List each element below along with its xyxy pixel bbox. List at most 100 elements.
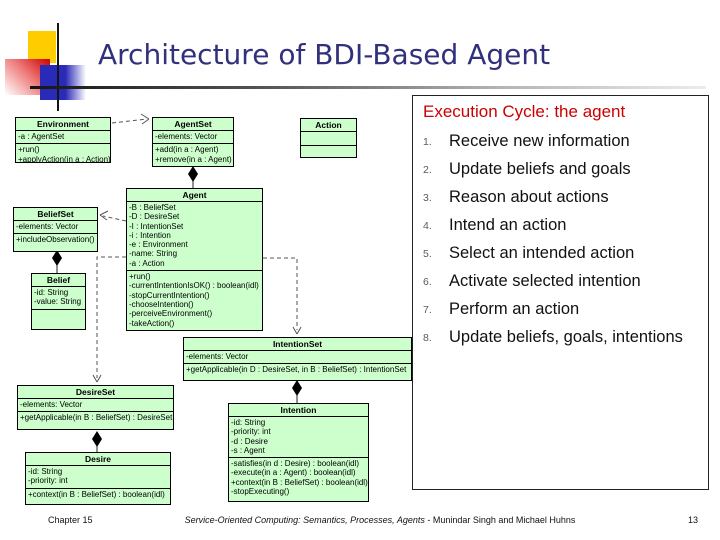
attribute: -elements: Vector	[20, 400, 83, 409]
footer-authors: - Munindar Singh and Michael Huhns	[424, 515, 576, 525]
method: -stopExecuting()	[231, 487, 290, 497]
list-item: 8. Update beliefs, goals, intentions	[419, 327, 702, 348]
attribute: -a : AgentSet	[18, 132, 65, 141]
list-text: Intend an action	[449, 216, 567, 234]
dependency-agent-intentionset	[263, 257, 302, 335]
decoration-vertical-line	[57, 23, 59, 111]
attribute: -priority: int	[28, 476, 68, 486]
method: +context(in B : BeliefSet) : boolean(idl…	[231, 477, 368, 487]
class-attributes: -elements: Vector	[14, 221, 97, 235]
method: +run()	[18, 145, 40, 155]
attribute: -elements: Vector	[155, 132, 218, 141]
class-attributes: -a : AgentSet	[16, 131, 110, 145]
class-methods: +run() -currentIntentionIsOK() : boolean…	[127, 271, 262, 330]
attribute: -id: String	[28, 467, 63, 476]
class-methods	[32, 310, 85, 329]
footer-book-reference: Service-Oriented Computing: Semantics, P…	[110, 515, 650, 525]
list-item: 5. Select an intended action	[419, 243, 702, 264]
list-text: Perform an action	[449, 300, 580, 318]
list-item: 7. Perform an action	[419, 299, 702, 320]
title-divider-rule	[30, 86, 706, 89]
list-number: 6.	[423, 276, 432, 288]
attribute: -a : Action	[129, 258, 165, 268]
class-methods: +context(in B : BeliefSet) : boolean(idl…	[26, 489, 170, 501]
uml-class-intentionset: IntentionSet -elements: Vector +getAppli…	[183, 337, 412, 381]
class-title: Intention	[229, 404, 368, 417]
list-item: 6. Activate selected intention	[419, 271, 702, 292]
uml-class-environment: Environment -a : AgentSet +run() +applyA…	[15, 117, 111, 163]
execution-cycle-panel: Execution Cycle: the agent 1. Receive ne…	[412, 95, 709, 490]
composition-desireset-desire	[92, 431, 102, 453]
list-number: 1.	[423, 136, 432, 148]
list-item: 2. Update beliefs and goals	[419, 159, 702, 180]
uml-class-beliefset: BeliefSet -elements: Vector +includeObse…	[13, 207, 98, 252]
method: +remove(in a : Agent)	[155, 154, 232, 164]
list-text: Select an intended action	[449, 244, 635, 262]
class-methods: +includeObservation()	[14, 234, 97, 246]
class-attributes: -elements: Vector	[153, 131, 233, 145]
class-attributes: -id: String -priority: int	[26, 466, 170, 489]
list-text: Receive new information	[449, 132, 630, 150]
class-attributes: -B : BeliefSet -D : DesireSet -I : Inten…	[127, 202, 262, 272]
footer-chapter: Chapter 15	[48, 515, 93, 525]
method: +context(in B : BeliefSet) : boolean(idl…	[28, 489, 165, 499]
attribute: -elements: Vector	[16, 222, 79, 231]
list-number: 4.	[423, 220, 432, 232]
dependency-agent-desireset	[92, 256, 126, 383]
uml-class-intention: Intention -id: String -priority: int -d …	[228, 403, 369, 502]
class-attributes: -id: String -priority: int -d : Desire -…	[229, 417, 368, 459]
uml-class-agentset: AgentSet -elements: Vector +add(in a : A…	[152, 117, 234, 167]
list-number: 3.	[423, 192, 432, 204]
list-text: Activate selected intention	[449, 272, 641, 290]
list-text: Update beliefs, goals, intentions	[449, 328, 683, 346]
class-title: Belief	[32, 274, 85, 287]
footer-book-title: Service-Oriented Computing: Semantics, P…	[184, 515, 425, 525]
class-title: Environment	[16, 118, 110, 131]
class-attributes	[301, 132, 356, 146]
attribute: -id: String	[231, 418, 266, 427]
class-methods: +getApplicable(in D : DesireSet, in B : …	[184, 364, 411, 376]
class-title: IntentionSet	[184, 338, 411, 351]
footer-page-number: 13	[687, 515, 698, 525]
dependency-environment-agentset	[111, 113, 150, 125]
class-title: Action	[301, 119, 356, 132]
uml-class-desire: Desire -id: String -priority: int +conte…	[25, 452, 171, 505]
decoration-blue-square	[40, 65, 86, 100]
attribute: -name: String	[129, 249, 178, 259]
attribute: -priority: int	[231, 427, 271, 437]
list-text: Reason about actions	[449, 188, 609, 206]
method: -stopCurrentIntention()	[129, 290, 210, 300]
class-methods: +getApplicable(in B : BeliefSet) : Desir…	[18, 412, 173, 424]
class-attributes: -elements: Vector	[18, 399, 173, 413]
method: -satisfies(in d : Desire) : boolean(idl)	[231, 459, 360, 469]
uml-class-belief: Belief -id: String -value: String	[31, 273, 86, 330]
method: -perceiveEnvironment()	[129, 309, 213, 319]
method: +getApplicable(in B : BeliefSet) : Desir…	[20, 413, 173, 423]
class-methods	[301, 146, 356, 157]
list-text: Update beliefs and goals	[449, 160, 631, 178]
list-number: 8.	[423, 332, 432, 344]
footer: Chapter 15 Service-Oriented Computing: S…	[0, 513, 720, 529]
attribute: -I : IntentionSet	[129, 221, 184, 231]
composition-intentionset-intention	[292, 380, 302, 404]
attribute: -D : DesireSet	[129, 212, 180, 222]
attribute: -e : Environment	[129, 240, 188, 250]
list-item: 1. Receive new information	[419, 131, 702, 152]
list-number: 2.	[423, 164, 432, 176]
class-methods: +run() +applyAction(in a : Action)	[16, 144, 111, 163]
class-methods: +add(in a : Agent) +remove(in a : Agent)	[153, 144, 233, 166]
method: -currentIntentionIsOK() : boolean(idl)	[129, 281, 259, 291]
method: -execute(in a : Agent) : boolean(idl)	[231, 468, 356, 478]
method: +includeObservation()	[16, 235, 95, 245]
class-title: BeliefSet	[14, 208, 97, 221]
method: +applyAction(in a : Action)	[18, 154, 111, 163]
attribute: -d : Desire	[231, 436, 268, 446]
method: +add(in a : Agent)	[155, 145, 219, 155]
uml-class-action: Action	[300, 118, 357, 158]
attribute: -id: String	[34, 288, 69, 297]
method: +getApplicable(in D : DesireSet, in B : …	[186, 365, 407, 375]
method: -takeAction()	[129, 318, 175, 328]
attribute: -elements: Vector	[186, 352, 249, 361]
list-item: 4. Intend an action	[419, 215, 702, 236]
